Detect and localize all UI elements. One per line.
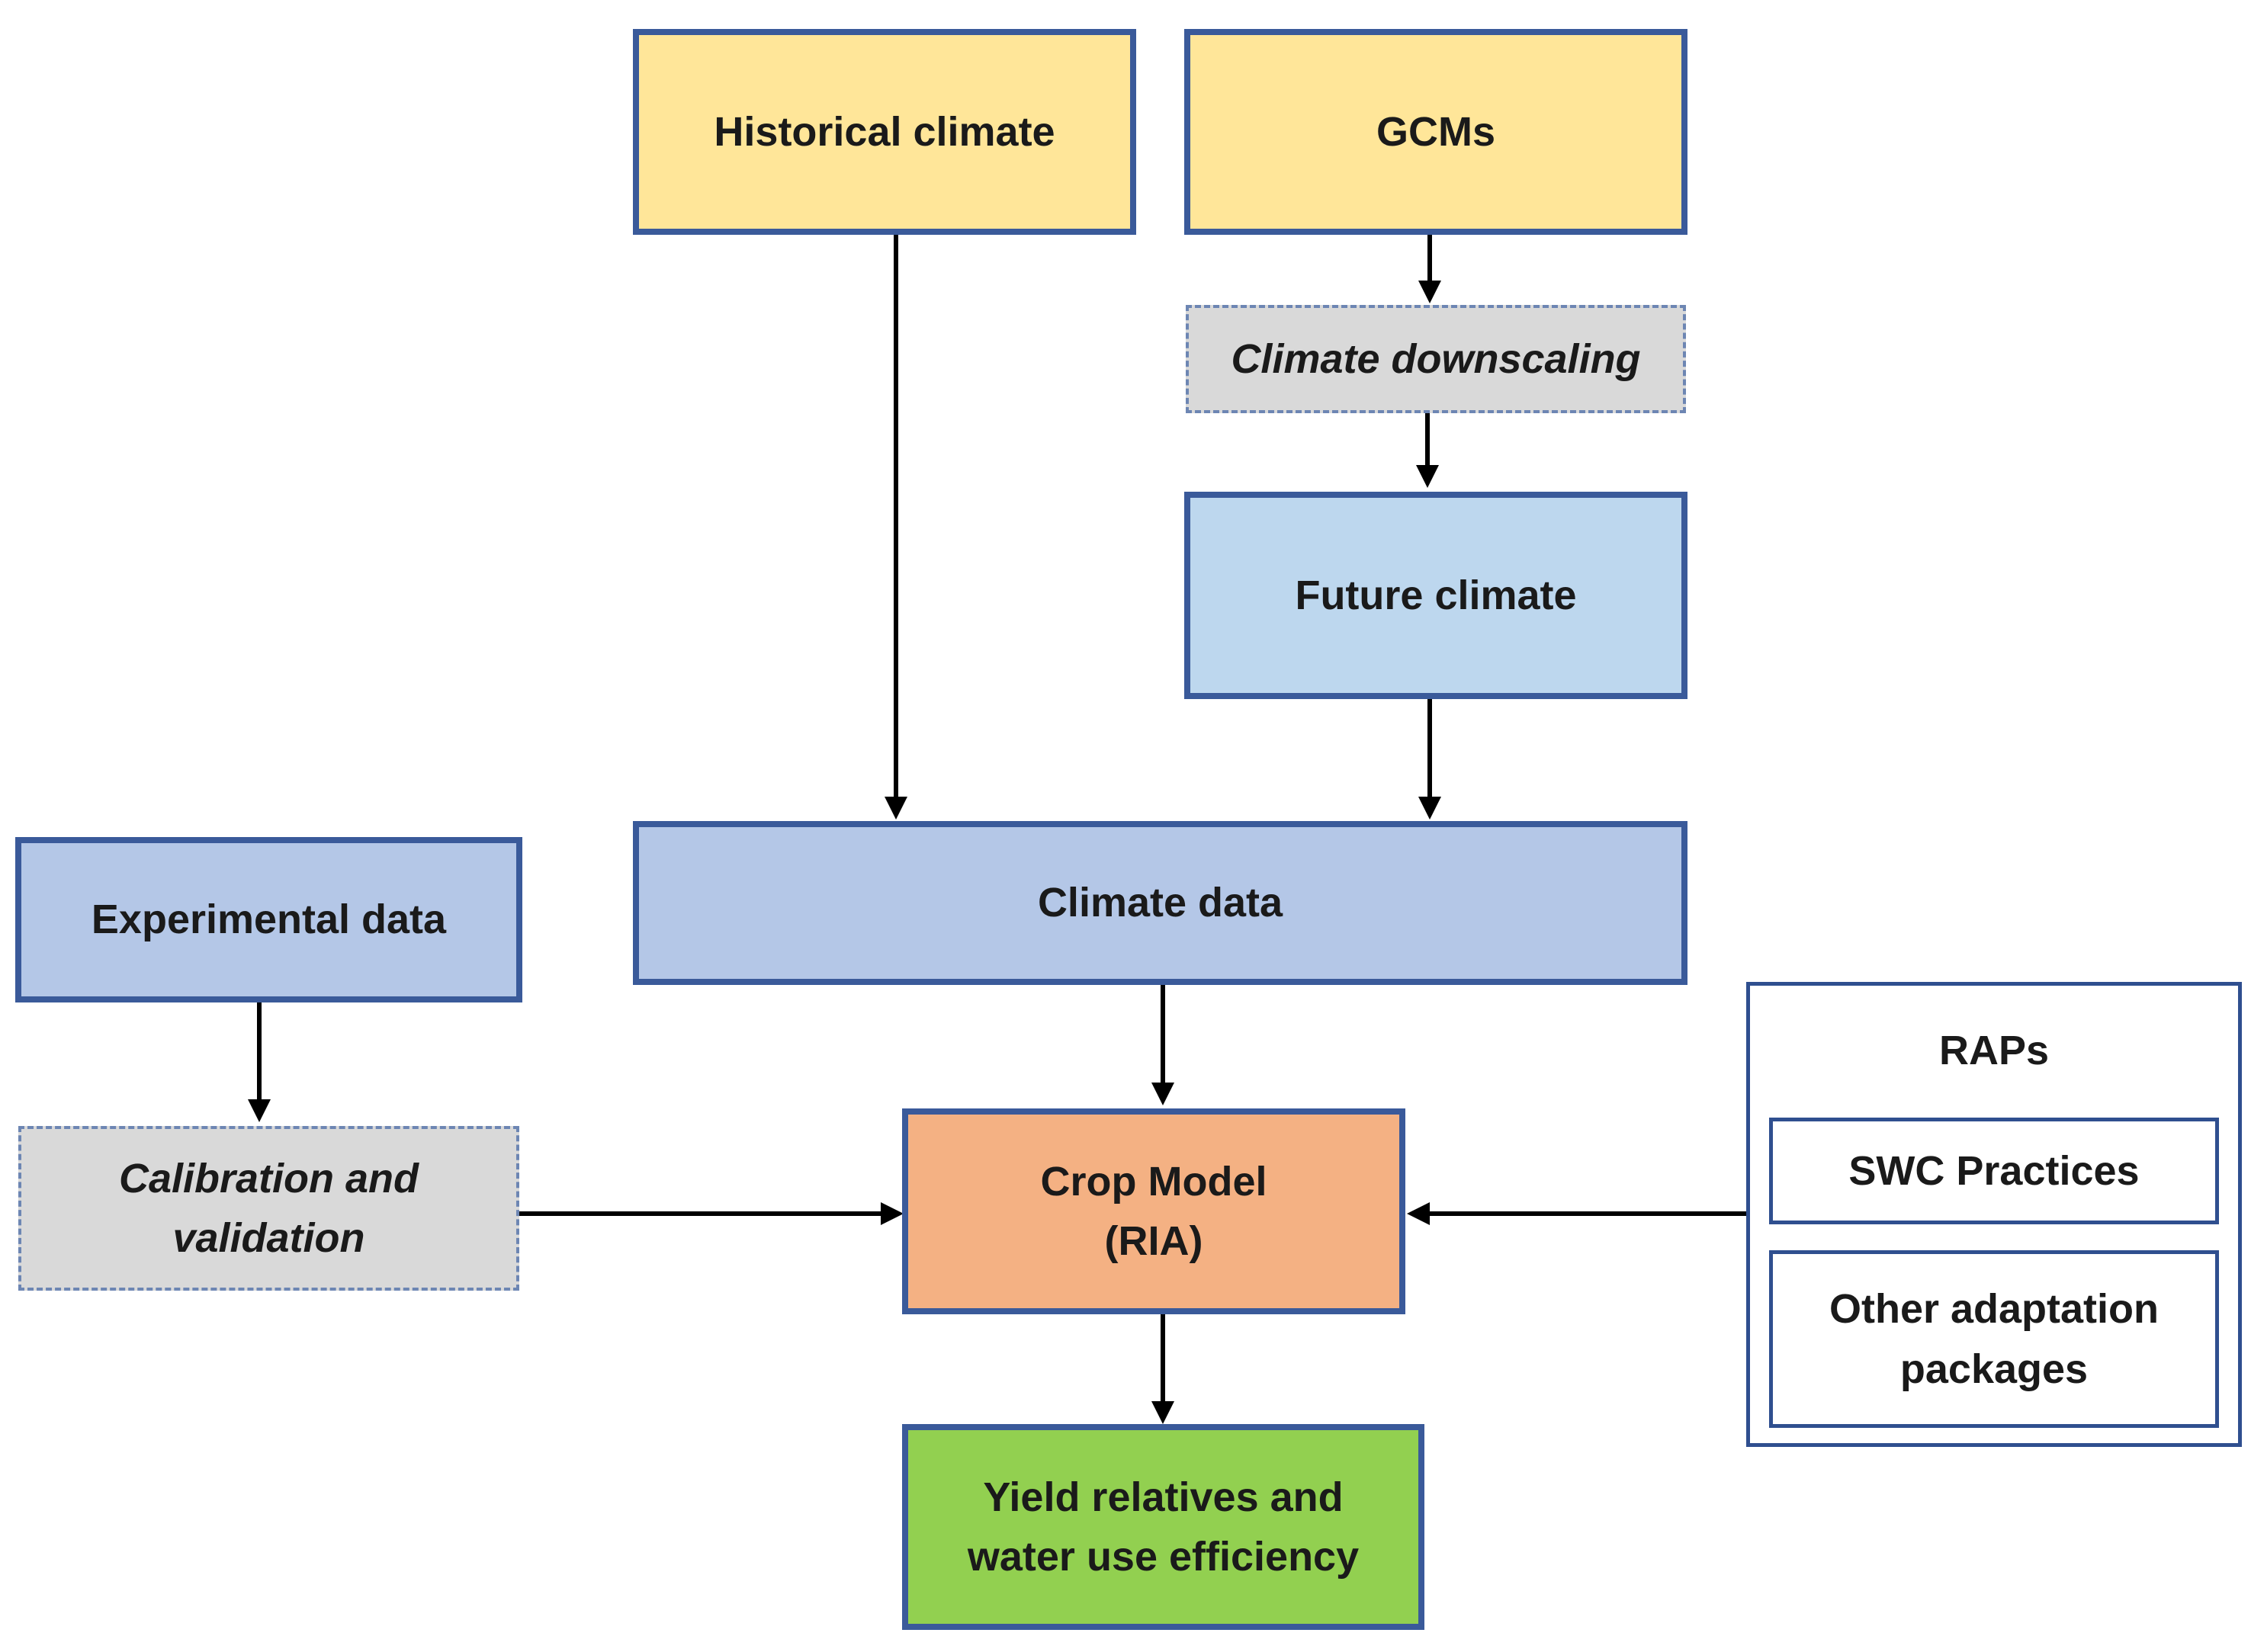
yield-output-box: Yield relatives and water use efficiency: [902, 1424, 1424, 1630]
arrowhead-downscaling: [1416, 465, 1439, 488]
arrowhead-experimental: [248, 1099, 271, 1122]
calibration-label-line1: Calibration and: [118, 1155, 419, 1201]
climate-data-box: Climate data: [633, 821, 1687, 985]
other-adaptation-box: Other adaptation packages: [1769, 1250, 2219, 1428]
swc-practices-box: SWC Practices: [1769, 1118, 2219, 1224]
other-adaptation-label-line1: Other adaptation: [1829, 1286, 2159, 1333]
crop-model-label-line2: (RIA): [1104, 1218, 1203, 1264]
calibration-label-line2: validation: [172, 1215, 365, 1261]
crop-model-box: Crop Model (RIA): [902, 1108, 1405, 1314]
arrowhead-calibration: [881, 1202, 904, 1225]
experimental-data-label: Experimental data: [91, 897, 447, 943]
arrowhead-historical: [885, 797, 907, 820]
climate-downscaling-box: Climate downscaling: [1186, 305, 1686, 413]
historical-climate-label: Historical climate: [714, 108, 1055, 155]
gcms-box: GCMs: [1184, 29, 1687, 235]
arrowhead-crop-model: [1151, 1401, 1174, 1424]
other-adaptation-label-line2: packages: [1899, 1346, 2089, 1392]
climate-downscaling-label: Climate downscaling: [1231, 335, 1641, 382]
yield-label-line1: Yield relatives and: [983, 1474, 1344, 1520]
historical-climate-box: Historical climate: [633, 29, 1136, 235]
arrowhead-raps: [1407, 1202, 1430, 1225]
raps-group-box: RAPs SWC Practices Other adaptation pack…: [1746, 982, 2242, 1447]
experimental-data-box: Experimental data: [15, 837, 522, 1002]
raps-title: RAPs: [1750, 1016, 2238, 1085]
climate-data-label: Climate data: [1037, 880, 1283, 926]
arrowhead-climate-data: [1151, 1083, 1174, 1105]
future-climate-label: Future climate: [1295, 572, 1577, 618]
raps-title-label: RAPs: [1938, 1027, 2050, 1073]
arrowhead-future: [1418, 797, 1441, 820]
yield-label-line2: water use efficiency: [967, 1534, 1360, 1580]
arrowhead-gcms: [1418, 281, 1441, 303]
swc-practices-label: SWC Practices: [1848, 1147, 2140, 1194]
crop-model-label-line1: Crop Model: [1040, 1158, 1267, 1205]
future-climate-box: Future climate: [1184, 492, 1687, 699]
calibration-validation-box: Calibration and validation: [18, 1126, 519, 1291]
gcms-label: GCMs: [1376, 108, 1495, 155]
